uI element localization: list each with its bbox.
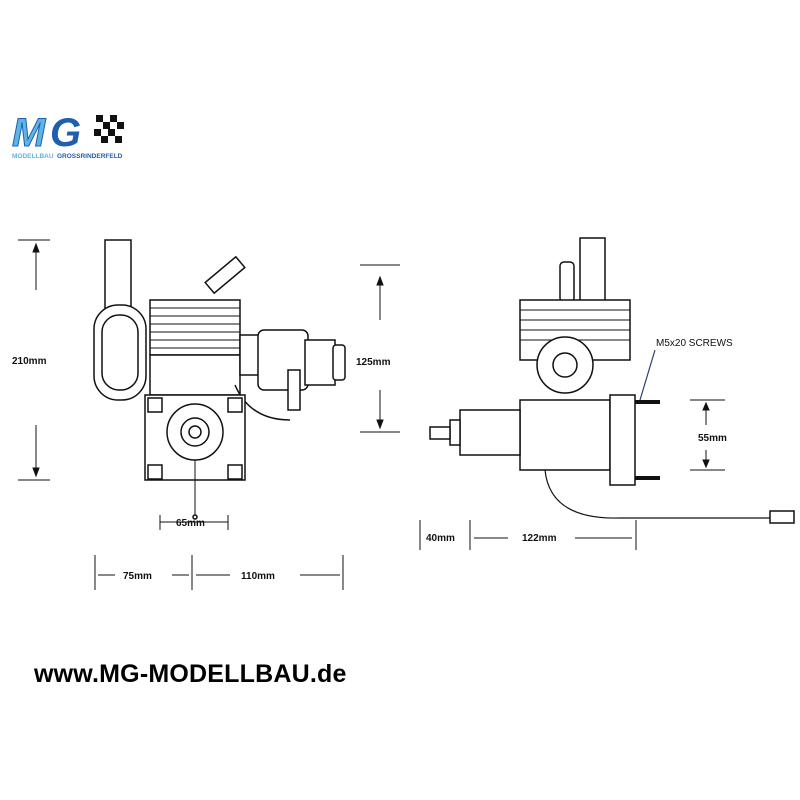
front-view-engine [93, 239, 346, 520]
dim-110mm: 110mm [241, 571, 275, 582]
dim-65mm: 65mm [176, 518, 205, 529]
dim-125mm: 125mm [356, 357, 391, 368]
dimension-lines [18, 239, 725, 590]
dim-122mm: 122mm [522, 533, 557, 544]
svg-text:M: M [12, 111, 47, 155]
website-url[interactable]: www.MG-MODELLBAU.de [34, 660, 347, 688]
checkered-flag-icon [94, 115, 124, 143]
dim-40mm: 40mm [426, 533, 455, 544]
logo-tagline-a: MODELLBAU [12, 153, 54, 160]
screws-note: M5x20 SCREWS [656, 338, 733, 349]
svg-text:G: G [50, 111, 81, 155]
side-view-engine [429, 237, 795, 524]
dim-55mm: 55mm [698, 433, 727, 444]
dim-75mm: 75mm [123, 571, 152, 582]
brand-logo: M G MODELLBAU GROSSRINDERFELD [12, 111, 124, 160]
logo-tagline-b: GROSSRINDERFELD [57, 153, 123, 160]
dim-210mm: 210mm [12, 356, 47, 367]
